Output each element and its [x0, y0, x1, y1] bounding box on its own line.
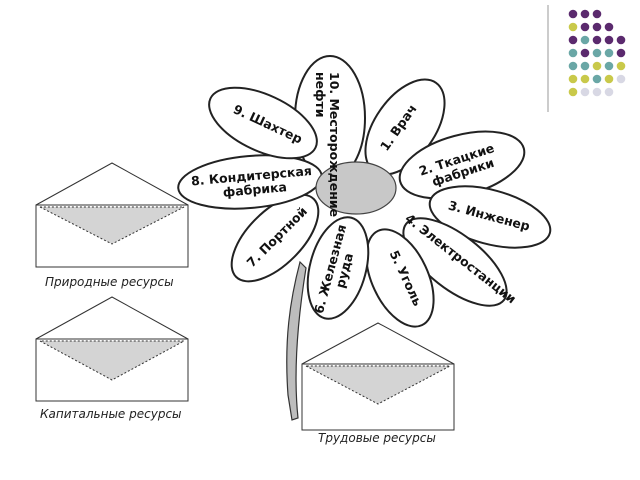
envelope-flap — [35, 162, 189, 206]
petal-label-10: 10. Месторождение нефти — [313, 72, 342, 221]
dot — [616, 48, 626, 58]
dot — [568, 35, 578, 45]
envelope-caption: Трудовые ресурсы — [318, 431, 436, 445]
dot — [568, 61, 578, 71]
dot — [580, 35, 590, 45]
dot — [580, 48, 590, 58]
envelope-labor: Трудовые ресурсы — [301, 322, 455, 445]
petal-6 — [306, 216, 370, 320]
envelope-caption: Капитальные ресурсы — [40, 407, 182, 421]
flower-petals — [177, 55, 552, 328]
dot — [592, 61, 602, 71]
dot — [580, 61, 590, 71]
dot — [616, 74, 626, 84]
dot — [592, 9, 602, 19]
envelope-flap — [301, 322, 455, 365]
envelope-flap — [35, 296, 189, 340]
dot — [604, 48, 614, 58]
dot — [604, 61, 614, 71]
dot — [592, 87, 602, 97]
dot — [580, 22, 590, 32]
envelope-pocket — [39, 340, 185, 381]
dot — [580, 87, 590, 97]
dot — [592, 48, 602, 58]
dot — [580, 74, 590, 84]
dot — [592, 22, 602, 32]
petal-4 — [402, 217, 508, 307]
dot — [592, 74, 602, 84]
envelope-pocket — [39, 206, 185, 245]
dot — [604, 74, 614, 84]
flower-center — [315, 161, 397, 215]
decorative-dot-grid — [547, 5, 626, 112]
dot — [592, 35, 602, 45]
dot — [580, 9, 590, 19]
dot — [604, 35, 614, 45]
dot — [616, 35, 626, 45]
dot — [568, 9, 578, 19]
petal-5 — [365, 228, 435, 328]
petal-9 — [208, 86, 318, 160]
petal-7 — [230, 193, 320, 283]
dot — [568, 74, 578, 84]
envelope-natural: Природные ресурсы — [35, 162, 189, 289]
dot — [568, 48, 578, 58]
flower-stem — [286, 260, 307, 421]
dot — [604, 22, 614, 32]
dot — [616, 61, 626, 71]
envelope-capital: Капитальные ресурсы — [35, 296, 189, 421]
dot — [568, 87, 578, 97]
envelope-caption: Природные ресурсы — [45, 275, 174, 289]
envelope-pocket — [305, 365, 451, 405]
dot — [568, 22, 578, 32]
dot — [604, 87, 614, 97]
